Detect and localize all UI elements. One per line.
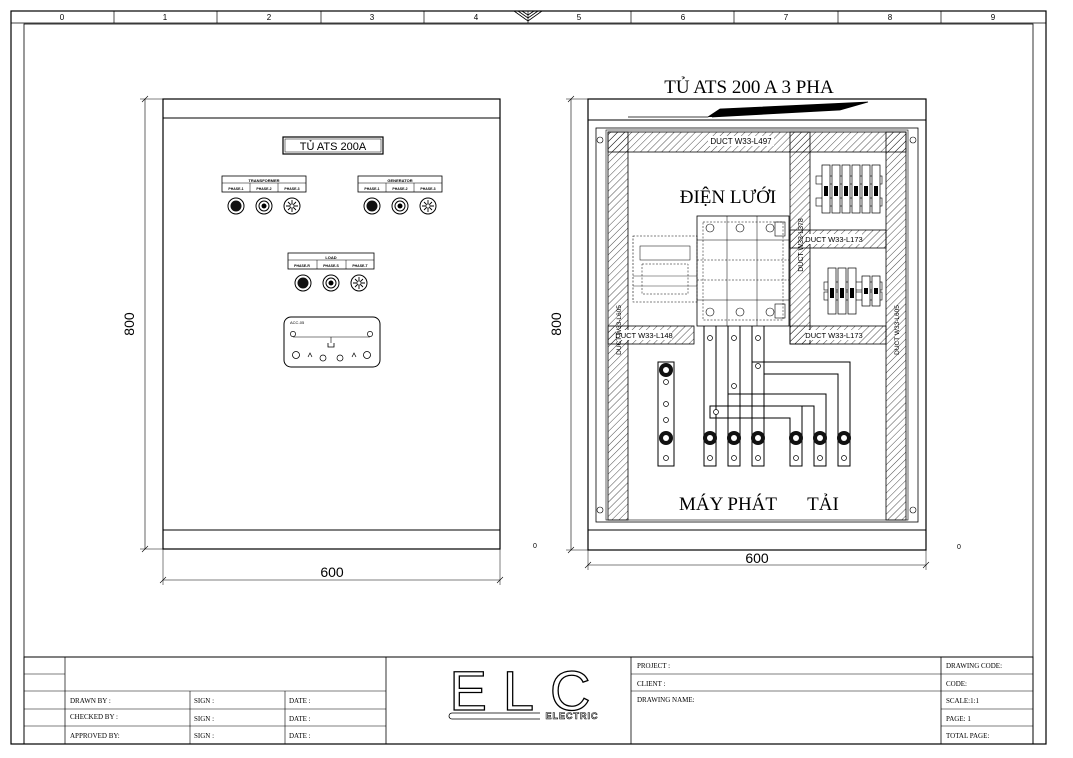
load-section-label: TẢI (807, 494, 839, 515)
column-ruler: 0 1 2 3 4 5 6 7 8 9 (11, 10, 1046, 24)
cable-ducts: DUCT W33-L497 DUCT W33-L173 DUCT W33-L17… (607, 131, 907, 521)
generator-phase-1: PHASE-1 (364, 187, 379, 191)
controller-label: ACC-05 (290, 320, 305, 325)
transformer-phase-2: PHASE-2 (256, 187, 271, 191)
mounting-plate (595, 127, 919, 523)
ruler-col-8: 8 (888, 13, 893, 22)
ruler-col-4: 4 (474, 13, 479, 22)
generator-section-label: MÁY PHÁT (679, 493, 777, 515)
pilot-lamp-icon (363, 197, 381, 215)
generator-indicator-group: GENERATOR PHASE-1 PHASE-2 PHASE-3 (357, 175, 443, 215)
sign-label-3: SIGN : (194, 732, 214, 740)
logo-letters: ELC (450, 659, 607, 722)
transformer-indicator-group: TRANSFORMER PHASE-1 PHASE-2 PHASE-3 (221, 175, 307, 215)
inner-view: TỦ ATS 200 A 3 PHA DUCT W33-L497 DUCT W3… (548, 76, 961, 570)
selector-switch-icon (255, 197, 273, 215)
inner-cabinet-body (587, 98, 927, 551)
page-label: PAGE: 1 (946, 715, 971, 723)
roof-trim (628, 101, 869, 118)
project-label: PROJECT : (637, 662, 670, 670)
duct-mid-right-label: DUCT W33-L173 (805, 235, 862, 244)
ruler-col-1: 1 (163, 13, 168, 22)
title-block: DRAWN BY : CHECKED BY : APPROVED BY: SIG… (23, 656, 1034, 745)
duct-low-right-label: DUCT W33-L173 (805, 331, 862, 340)
front-nameplate-text: TỦ ATS 200A (300, 140, 367, 153)
client-label: CLIENT : (637, 680, 666, 688)
selector-switch-icon (322, 274, 340, 292)
ruler-col-3: 3 (370, 13, 375, 22)
scale-label: SCALE:1:1 (946, 697, 980, 705)
front-height-value: 800 (121, 312, 137, 336)
drawing-code-label: DRAWING CODE: (946, 662, 1002, 670)
pilot-lamp-icon (294, 274, 312, 292)
checked-by-label: CHECKED BY : (70, 713, 118, 721)
push-button-icon (419, 197, 437, 215)
inner-view-title: TỦ ATS 200 A 3 PHA (664, 76, 834, 98)
mcb-row-top (815, 164, 883, 214)
elc-logo: ELC ELECTRIC (448, 658, 607, 723)
manual-mode-icon (292, 351, 300, 359)
drawn-by-label: DRAWN BY : (70, 697, 111, 705)
inner-width-value: 600 (745, 550, 769, 566)
ruler-col-6: 6 (681, 13, 686, 22)
transformer-phase-3: PHASE-3 (284, 187, 299, 191)
ruler-col-9: 9 (991, 13, 996, 22)
date-label-2: DATE : (289, 715, 311, 723)
terminal-lugs (659, 363, 851, 445)
front-width-dimension: 600 0 (159, 543, 537, 585)
date-label-1: DATE : (289, 697, 311, 705)
front-cabinet-body (162, 98, 501, 550)
date-label-3: DATE : (289, 732, 311, 740)
duct-vert-right-label: DUCT W33-L605 (894, 305, 901, 355)
front-nameplate (282, 136, 384, 155)
ruler-col-2: 2 (267, 13, 272, 22)
ruler-col-0: 0 (60, 13, 65, 22)
duct-vert-center-label: DUCT W33-L378 (798, 218, 805, 272)
load-phase-r: PHASE-R (294, 264, 310, 268)
duct-vert-left-label: DUCT W33-L605 (616, 305, 623, 355)
code-label: CODE: (946, 680, 967, 688)
sign-label-2: SIGN : (194, 715, 214, 723)
load-indicator-group: LOAD PHASE-R PHASE-S PHASE-T (287, 252, 375, 292)
load-phase-t: PHASE-T (352, 264, 368, 268)
generator-phase-3: PHASE-3 (420, 187, 435, 191)
inner-base-zero: 0 (957, 544, 961, 551)
load-phase-s: PHASE-S (323, 264, 339, 268)
duct-left-small-label: DUCT W33-L148 (615, 331, 672, 340)
generator-title: GENERATOR (387, 178, 412, 183)
total-page-label: TOTAL PAGE: (946, 732, 989, 740)
drawing-name-label: DRAWING NAME: (637, 696, 695, 704)
busbars (657, 326, 851, 467)
ruler-col-5: 5 (577, 13, 582, 22)
auto-mode-icon (363, 351, 371, 359)
inner-width-dimension: 600 0 (584, 544, 961, 570)
duct-top-label: DUCT W33-L497 (710, 137, 772, 146)
ats-controller-unit (632, 235, 698, 303)
front-height-dimension: 800 (121, 95, 163, 553)
grid-section-label: ĐIỆN LƯỚI (680, 186, 777, 208)
inner-height-value: 800 (548, 312, 564, 336)
selector-switch-icon (391, 197, 409, 215)
ats-controller: ACC-05 (283, 316, 381, 368)
busbar-bolts (663, 335, 847, 461)
logo-sub: ELECTRIC (546, 711, 599, 721)
transformer-title: TRANSFORMER (248, 178, 279, 183)
push-button-icon (283, 197, 301, 215)
transformer-phase-1: PHASE-1 (228, 187, 243, 191)
center-mark-icon (513, 10, 543, 22)
ruler-col-7: 7 (784, 13, 789, 22)
front-base-zero: 0 (533, 543, 537, 550)
pilot-lamp-icon (227, 197, 245, 215)
front-width-value: 600 (320, 564, 344, 580)
front-view: TỦ ATS 200A TRANSFORMER PHASE-1 PHASE-2 … (121, 95, 537, 585)
inner-height-dimension: 800 (548, 95, 588, 554)
mcb-row-lower (823, 267, 883, 315)
generator-phase-2: PHASE-2 (392, 187, 407, 191)
push-button-icon (350, 274, 368, 292)
sign-label-1: SIGN : (194, 697, 214, 705)
changeover-switch (696, 215, 790, 327)
load-title: LOAD (325, 255, 336, 260)
approved-by-label: APPROVED BY: (70, 732, 120, 740)
